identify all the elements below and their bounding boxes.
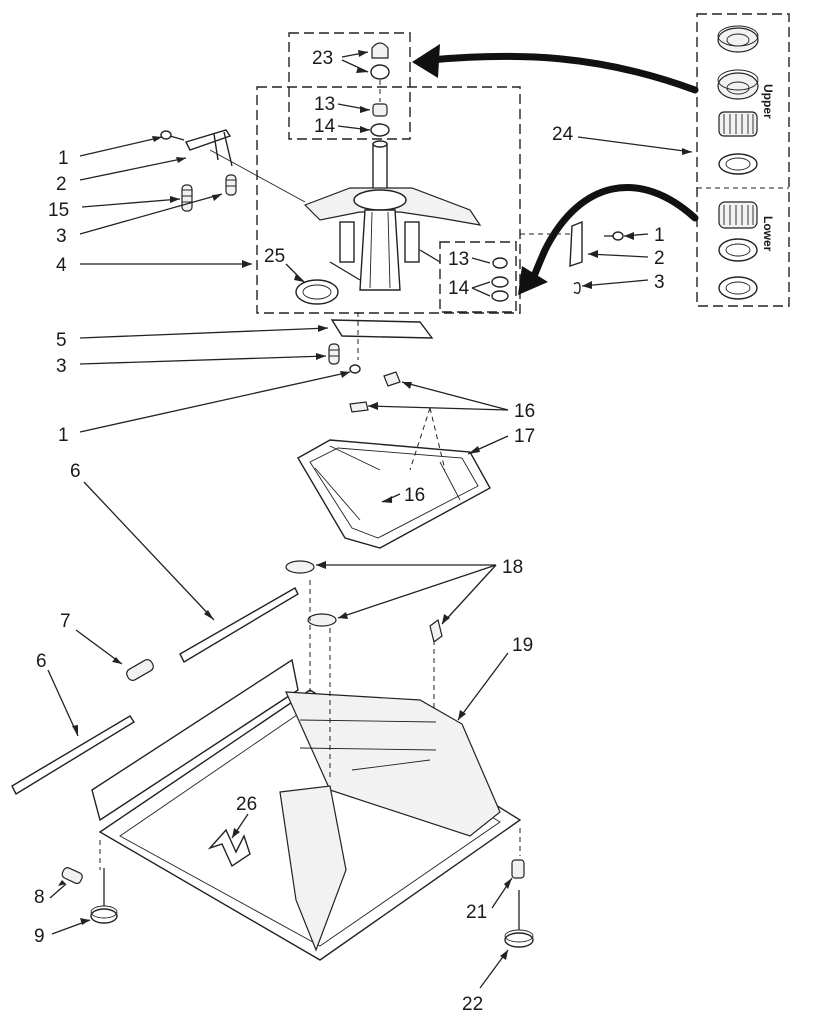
- upper-bearing-arrowhead: [412, 44, 440, 78]
- bolt-left-upper: [160, 130, 185, 141]
- bracket-17: [297, 439, 491, 549]
- bracket-left-upper: [185, 129, 233, 167]
- callout-3-mid-left: 3: [56, 356, 67, 377]
- callout-1-mid-left: 1: [58, 425, 69, 446]
- bolt-right: [604, 231, 624, 241]
- bracket-5: [330, 319, 434, 339]
- bearing-kit-box: [696, 13, 790, 307]
- upper-bearing-box: [288, 32, 411, 140]
- pad-16-top: [383, 371, 401, 387]
- bracket-tie-line: [209, 149, 306, 203]
- pin-7: [126, 659, 154, 681]
- callout-14-lower: 14: [448, 278, 470, 299]
- rail-6-lower: [11, 715, 135, 795]
- pad-leader-dash-b: [429, 407, 446, 471]
- lower-bearing-arrow: [528, 184, 699, 286]
- callout-6-lower: 6: [36, 651, 47, 672]
- cap-21: [511, 859, 525, 879]
- callout-2-right: 2: [654, 248, 665, 269]
- spring-left-3b: [328, 343, 340, 365]
- lower-bearing-label: Lower: [761, 216, 775, 252]
- bolt-left-lower: [349, 364, 361, 374]
- callout-7: 7: [60, 611, 71, 632]
- lower-bearing-box: [439, 241, 517, 313]
- transmission-assembly-box: [256, 86, 521, 314]
- callout-18: 18: [502, 557, 523, 578]
- pad-18-c: [429, 618, 443, 644]
- lower-bearing-arrowhead: [518, 266, 548, 295]
- callout-24: 24: [552, 124, 574, 145]
- callout-13-lower: 13: [448, 249, 469, 270]
- callout-3-right: 3: [654, 272, 665, 293]
- callout-1-right: 1: [654, 225, 665, 246]
- pad-leader-dash-a: [409, 407, 431, 471]
- callout-9: 9: [34, 926, 45, 947]
- pad-18-b: [307, 613, 337, 627]
- pad-16-mid: [349, 401, 369, 413]
- spring-left-3: [225, 174, 237, 196]
- callout-25: 25: [264, 246, 285, 267]
- callout-14-upper: 14: [314, 116, 336, 137]
- pad-18-a: [285, 560, 315, 574]
- callout-22: 22: [462, 994, 483, 1015]
- foot-9: [90, 868, 118, 924]
- callout-13-upper: 13: [314, 94, 335, 115]
- base-frame: [91, 580, 522, 961]
- callout-17: 17: [514, 426, 535, 447]
- foot-22: [504, 890, 534, 948]
- rail-6-upper: [179, 587, 299, 663]
- callout-26: 26: [236, 794, 257, 815]
- clip-26: [207, 828, 251, 868]
- callout-16-upper: 16: [514, 401, 535, 422]
- leader-arrowheads: [58, 50, 692, 960]
- spring-right: [573, 281, 581, 295]
- callout-15: 15: [48, 200, 69, 221]
- callout-3-top-left: 3: [56, 226, 67, 247]
- transmission-assembly: [303, 140, 482, 291]
- callout-5: 5: [56, 330, 67, 351]
- upper-bearing-set: [717, 25, 759, 175]
- callout-23: 23: [312, 48, 333, 69]
- callout-19: 19: [512, 635, 533, 656]
- leader-lines: [47, 51, 693, 989]
- callout-6-upper: 6: [70, 461, 81, 482]
- callout-16-lower: 16: [404, 485, 425, 506]
- upper-bearing-arrow: [426, 52, 699, 94]
- bracket-right: [569, 220, 583, 267]
- cap-8: [61, 867, 83, 885]
- lower-bearing-set: [718, 201, 758, 300]
- callout-2-top-left: 2: [56, 174, 67, 195]
- upper-bearing-parts: [370, 42, 390, 137]
- spring-left-15: [181, 184, 193, 212]
- callout-1-top-left: 1: [58, 148, 69, 169]
- lower-bearing-parts: [491, 257, 509, 302]
- upper-bearing-label: Upper: [761, 84, 775, 119]
- callout-4: 4: [56, 255, 67, 276]
- seal-ring: [295, 279, 339, 305]
- callout-21: 21: [466, 902, 487, 923]
- callout-8: 8: [34, 887, 45, 908]
